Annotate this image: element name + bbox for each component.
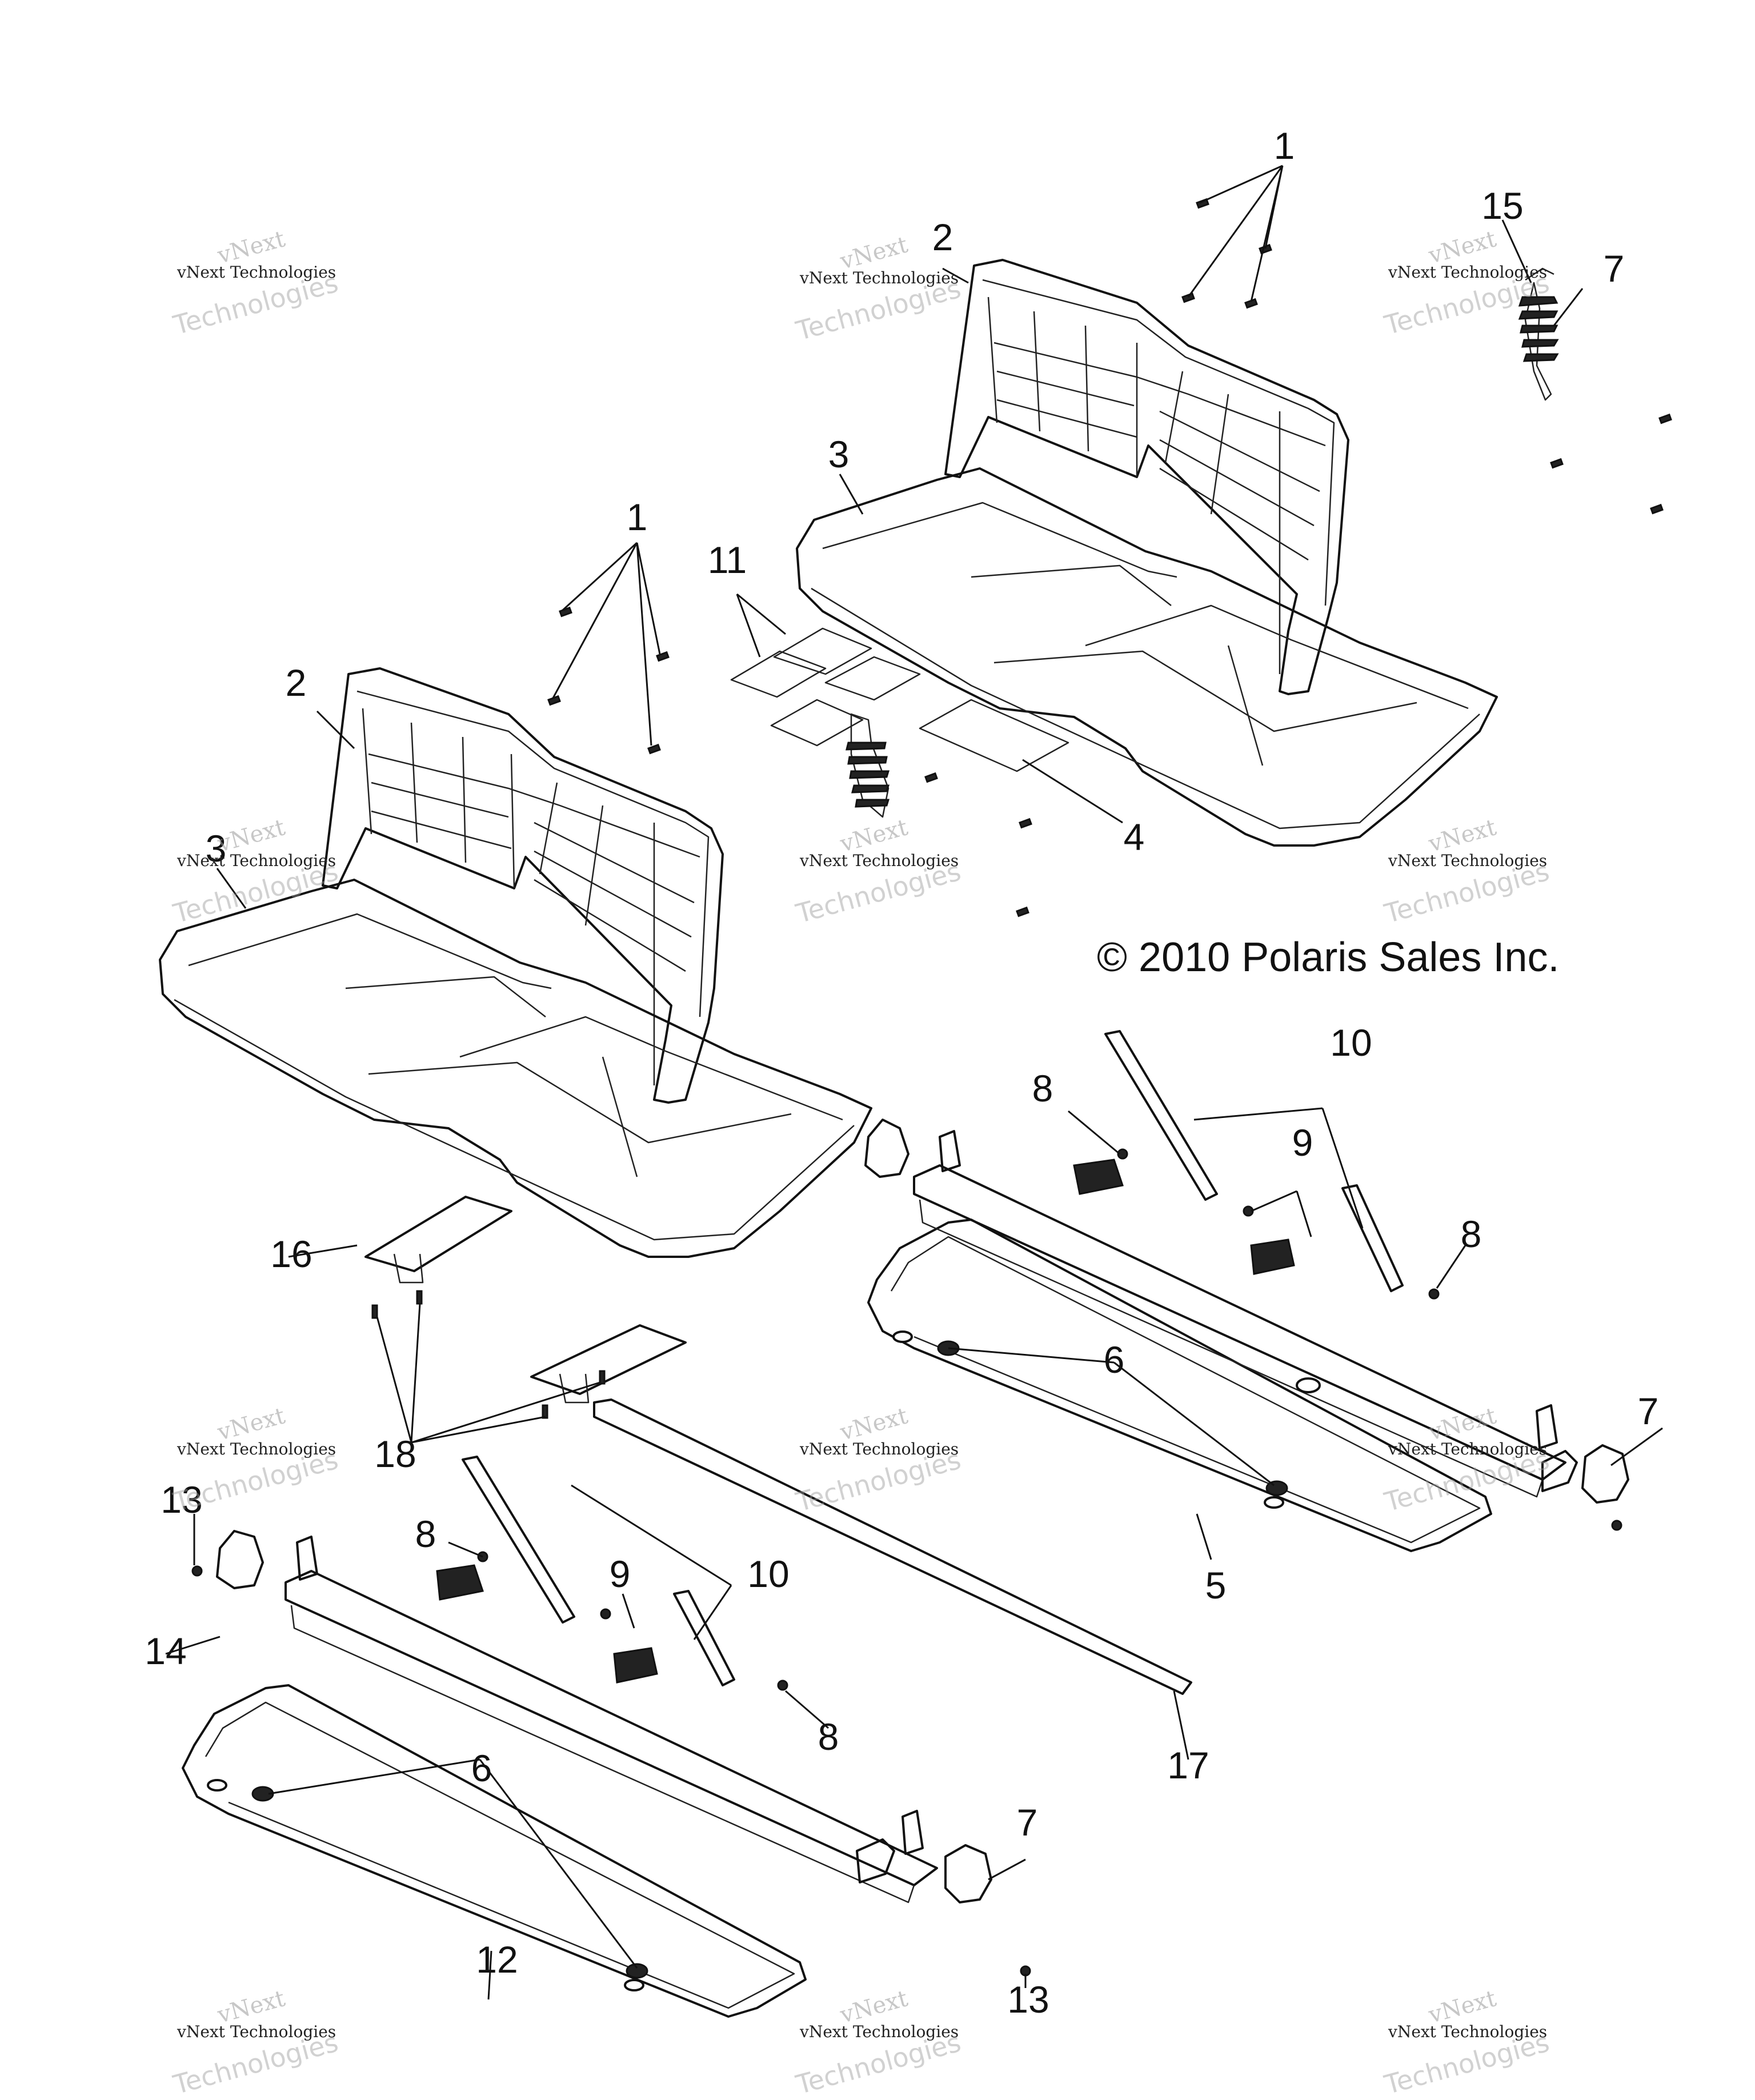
- pads: [730, 627, 1069, 772]
- callout-11: 11: [707, 539, 747, 581]
- retractors: [216, 1119, 1629, 1903]
- front-seat-bottom: [159, 879, 872, 1258]
- callout-13-left: 13: [161, 1478, 203, 1521]
- rear-seat-back: [944, 259, 1349, 695]
- callout-6-rear: 6: [1103, 1338, 1125, 1381]
- rear-seat-base: [867, 1130, 1578, 1552]
- callout-8-rear-a: 8: [1032, 1067, 1053, 1109]
- callout-8-front-b: 8: [818, 1716, 839, 1758]
- callout-16: 16: [270, 1233, 312, 1275]
- buckles: [191, 1030, 1622, 1977]
- callout-9-rear: 9: [1292, 1121, 1313, 1164]
- callout-7-front: 7: [1016, 1801, 1038, 1843]
- front-seat-back: [322, 667, 724, 1104]
- front-seat-base: [182, 1536, 938, 2018]
- callout-7-rear: 7: [1637, 1390, 1659, 1432]
- leader-lines: [165, 165, 1663, 2000]
- callout-1-front: 1: [626, 496, 648, 538]
- callout-2-front: 2: [285, 662, 307, 704]
- callout-13-bottom: 13: [1007, 1978, 1049, 2021]
- callout-3-rear: 3: [828, 433, 850, 475]
- callout-5: 5: [1205, 1564, 1227, 1606]
- callout-3-front: 3: [205, 827, 227, 869]
- rivets: [371, 1290, 606, 1419]
- callout-18: 18: [374, 1433, 416, 1475]
- callout-2-rear: 2: [932, 216, 953, 258]
- callout-12: 12: [476, 1938, 518, 1981]
- brackets: [364, 1196, 1192, 1695]
- callout-6-front: 6: [471, 1747, 492, 1789]
- callout-10-rear: 10: [1330, 1021, 1372, 1064]
- callout-1-rear: 1: [1273, 125, 1295, 167]
- callout-15: 15: [1481, 185, 1524, 227]
- callout-8-front-a: 8: [415, 1513, 436, 1555]
- callout-10-front: 10: [747, 1553, 790, 1595]
- springs: [846, 267, 1559, 818]
- copyright-notice: © 2010 Polaris Sales Inc.: [1097, 935, 1560, 980]
- callout-4: 4: [1123, 816, 1145, 858]
- callout-7-upper: 7: [1603, 247, 1625, 290]
- callout-9-front: 9: [609, 1553, 631, 1595]
- callout-17: 17: [1167, 1744, 1209, 1786]
- callout-8-rear-b: 8: [1460, 1213, 1482, 1255]
- callout-14: 14: [145, 1630, 187, 1672]
- rear-seat-bottom: [796, 467, 1498, 847]
